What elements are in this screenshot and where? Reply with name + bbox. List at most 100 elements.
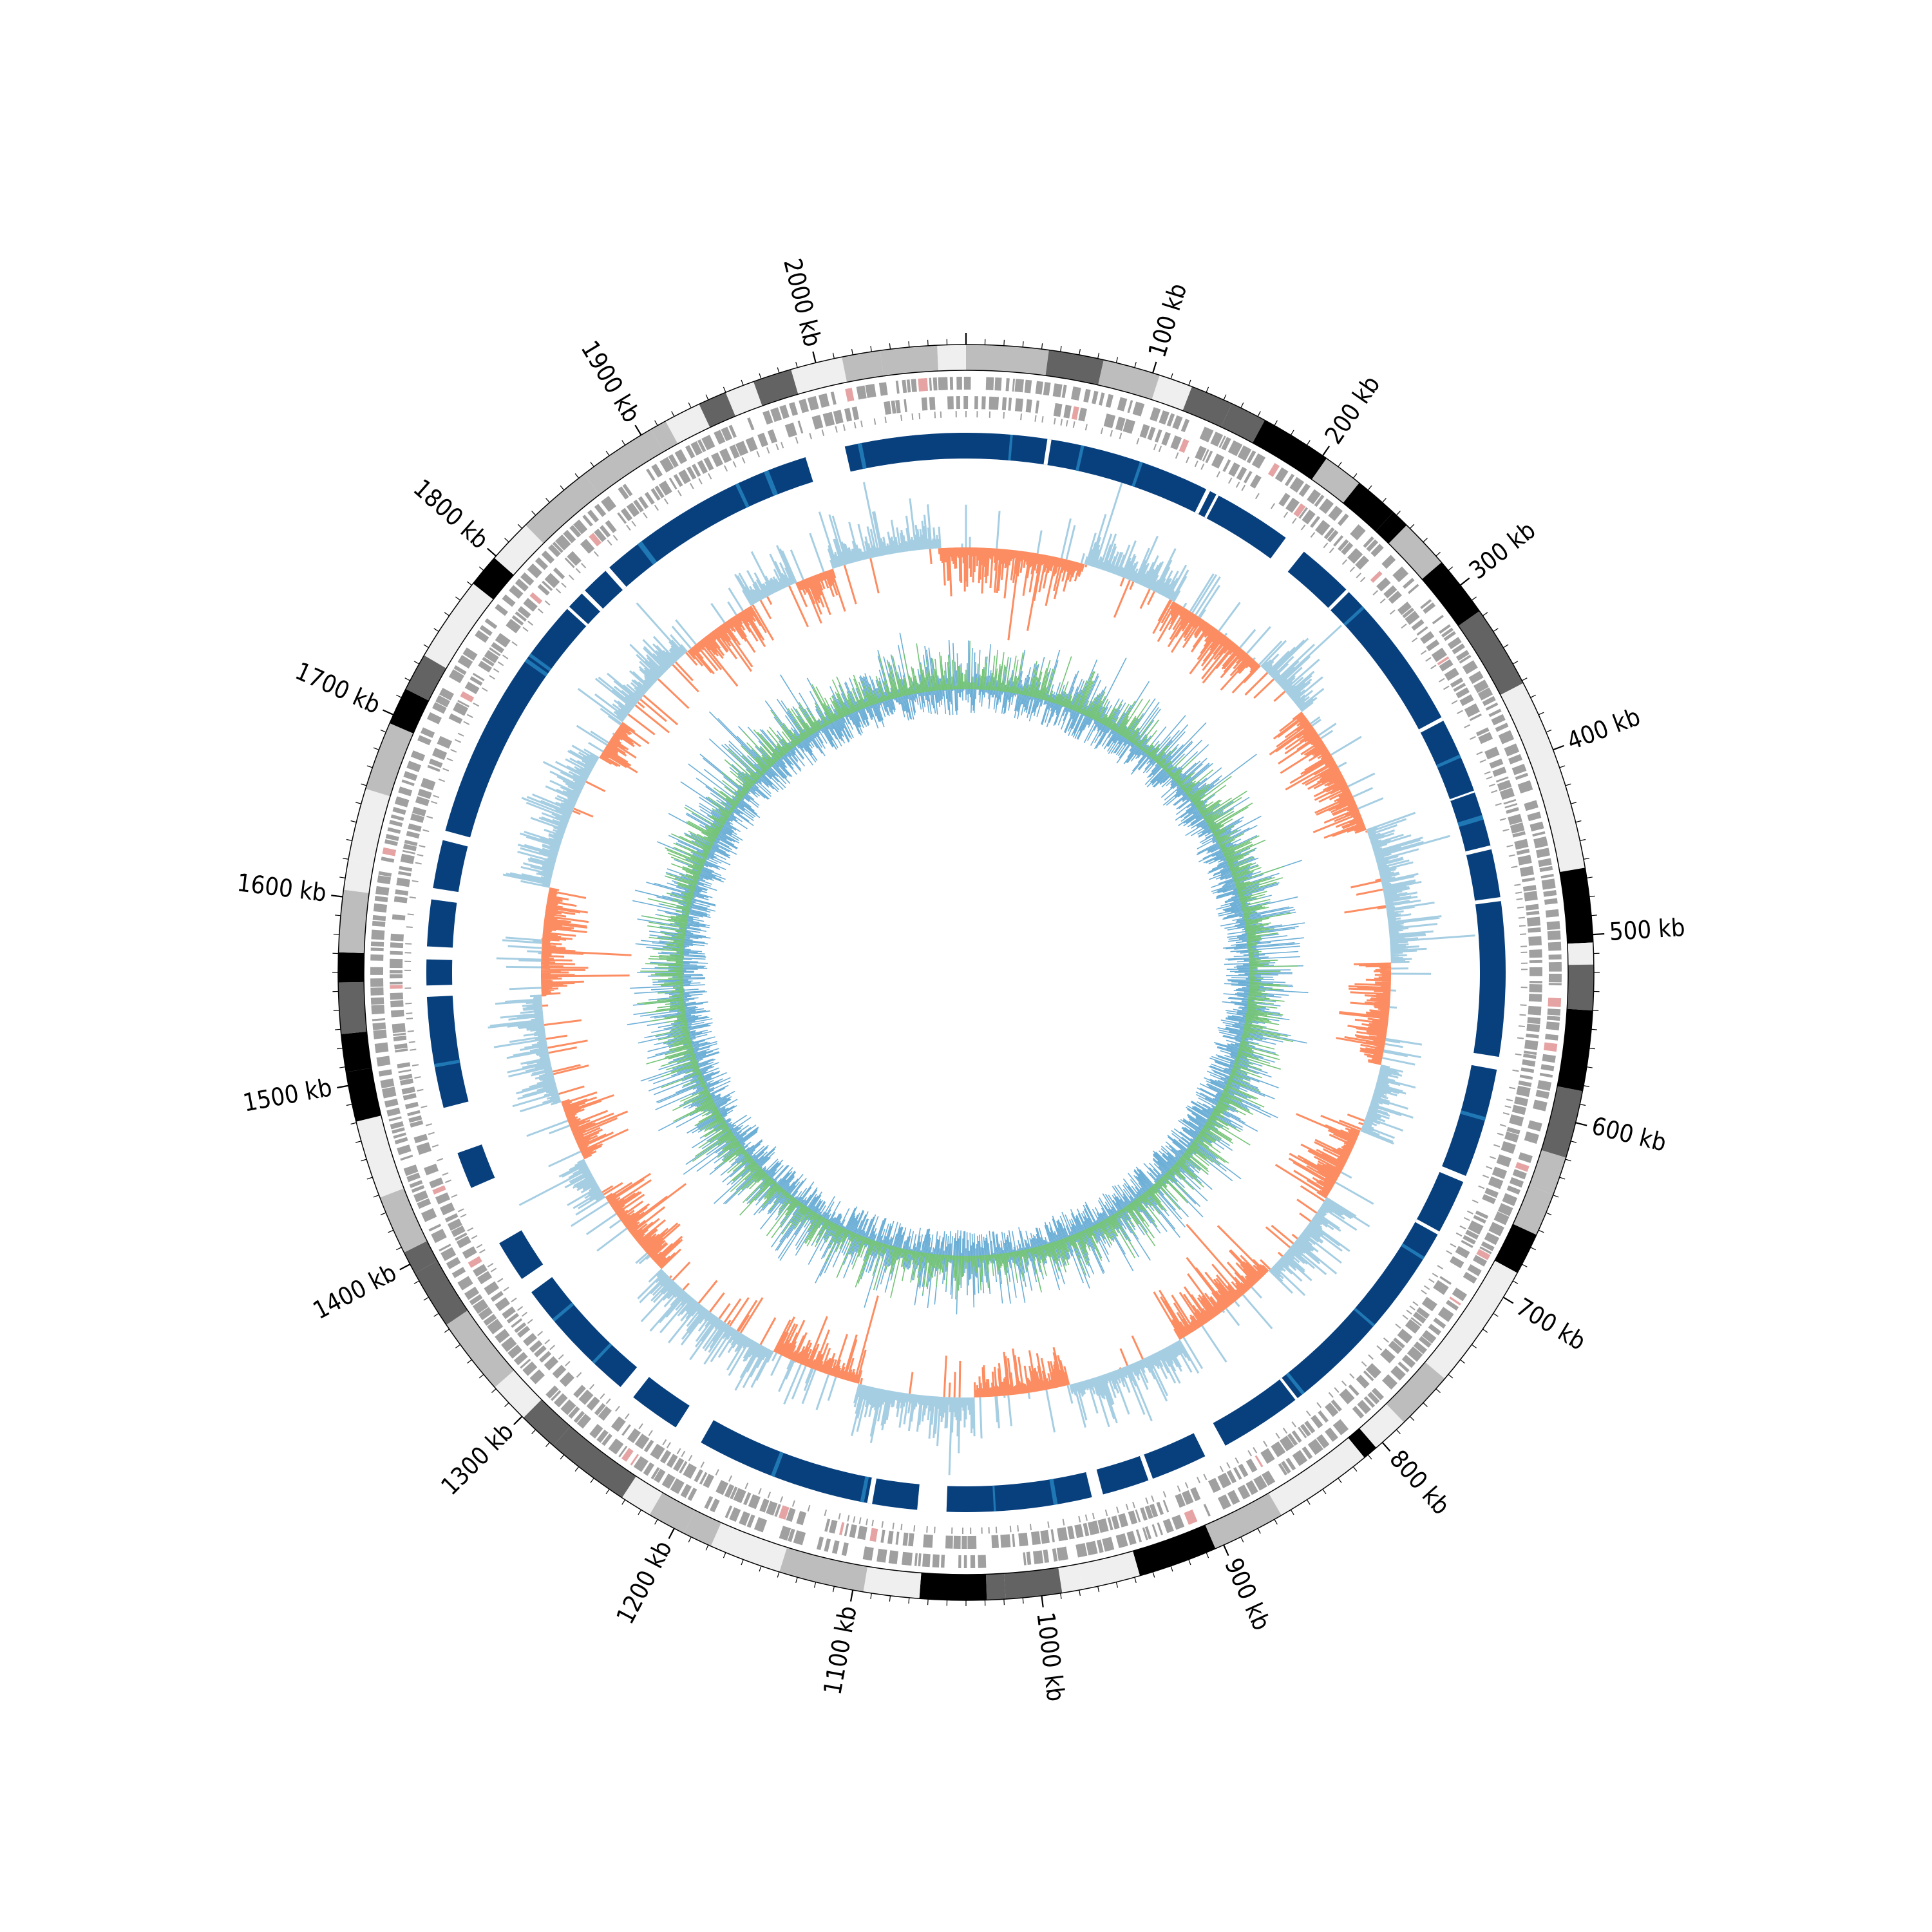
gene-tick bbox=[1235, 481, 1240, 488]
gene-tick bbox=[1235, 1457, 1240, 1464]
gene-mark bbox=[1523, 1050, 1537, 1056]
gene-tick bbox=[467, 1227, 474, 1232]
minor-tick bbox=[545, 498, 550, 503]
minor-tick bbox=[688, 1537, 692, 1542]
gene-mark bbox=[1381, 1374, 1398, 1390]
minor-tick bbox=[777, 367, 780, 374]
gene-mark bbox=[1032, 1550, 1044, 1564]
gene-mark bbox=[390, 1000, 404, 1008]
gene-tick bbox=[1203, 1473, 1208, 1481]
gene-mark bbox=[1040, 1530, 1050, 1544]
minor-tick bbox=[759, 373, 762, 379]
gene-mark bbox=[757, 432, 768, 448]
gene-tick bbox=[838, 1513, 841, 1520]
gene-mark bbox=[1070, 386, 1081, 401]
minor-tick bbox=[1559, 765, 1566, 768]
minor-tick bbox=[1306, 440, 1311, 446]
gene-mark bbox=[439, 687, 455, 701]
minor-tick bbox=[1382, 498, 1387, 503]
gene-mark bbox=[402, 849, 415, 855]
gene-mark bbox=[724, 1484, 735, 1498]
ideogram-ring bbox=[337, 344, 1595, 1601]
minor-tick bbox=[478, 1374, 484, 1379]
gene-mark bbox=[390, 958, 403, 969]
gene-mark bbox=[1319, 498, 1334, 515]
gene-mark bbox=[542, 580, 553, 591]
gene-mark bbox=[753, 1517, 768, 1533]
gene-mark bbox=[1397, 601, 1412, 616]
gene-mark bbox=[788, 1528, 795, 1542]
gene-mark bbox=[888, 1550, 899, 1564]
gene-mark bbox=[1327, 529, 1339, 543]
gene-mark bbox=[1126, 1531, 1137, 1546]
gene-tick bbox=[444, 1179, 451, 1184]
gene-mark bbox=[1475, 1210, 1489, 1219]
minor-tick bbox=[560, 485, 565, 491]
ideogram-band bbox=[1359, 1403, 1405, 1448]
gene-mark bbox=[966, 377, 971, 390]
gene-mark bbox=[633, 1455, 649, 1472]
gene-tick bbox=[853, 422, 857, 429]
gene-mark bbox=[1195, 446, 1207, 460]
gene-mark bbox=[1355, 555, 1369, 570]
minor-tick bbox=[654, 1519, 658, 1525]
gene-tick bbox=[489, 675, 495, 680]
gene-mark bbox=[410, 750, 426, 762]
minor-tick bbox=[531, 511, 536, 516]
gene-mark bbox=[1535, 1090, 1550, 1099]
gene-mark bbox=[1067, 1526, 1075, 1540]
minor-tick bbox=[1206, 386, 1209, 393]
tick-label-100kb: 100 kb bbox=[1142, 280, 1192, 361]
gene-mark bbox=[457, 699, 470, 708]
gene-mark bbox=[1348, 1384, 1359, 1396]
gene-mark bbox=[1190, 1487, 1201, 1502]
gene-mark bbox=[385, 833, 399, 841]
gene-tick bbox=[1437, 1265, 1444, 1270]
gene-tick bbox=[688, 1455, 693, 1461]
gene-mark bbox=[1506, 807, 1519, 814]
gene-mark bbox=[1043, 1549, 1050, 1563]
gene-mark bbox=[582, 515, 593, 527]
gene-mark bbox=[390, 933, 404, 942]
gene-mark bbox=[538, 1350, 552, 1363]
gene-mark bbox=[1420, 599, 1432, 609]
gene-mark bbox=[956, 396, 960, 410]
gene-mark bbox=[829, 1519, 838, 1534]
gene-tick bbox=[1104, 1510, 1108, 1517]
gene-tick bbox=[511, 641, 518, 647]
gene-mark bbox=[462, 1246, 477, 1259]
gene-mark bbox=[1506, 1126, 1520, 1135]
ideogram-band bbox=[1500, 683, 1557, 766]
gene-mark bbox=[374, 1042, 389, 1054]
gene-mark bbox=[929, 397, 936, 410]
minor-tick bbox=[1559, 1177, 1566, 1180]
gene-tick bbox=[1292, 518, 1297, 524]
ideogram-band bbox=[725, 381, 762, 417]
gene-tick bbox=[1516, 898, 1523, 900]
block-accent bbox=[592, 1343, 612, 1364]
gene-mark bbox=[1543, 890, 1557, 897]
gene-mark bbox=[1545, 1034, 1558, 1041]
gene-mark bbox=[1547, 930, 1561, 940]
block-gap bbox=[1139, 1454, 1153, 1481]
gene-tick bbox=[1029, 1524, 1032, 1531]
gene-tick bbox=[1349, 1373, 1355, 1379]
gene-tick bbox=[405, 1002, 412, 1005]
gene-mark bbox=[421, 727, 435, 739]
gene-tick bbox=[1009, 1526, 1012, 1533]
block-gap bbox=[1419, 717, 1444, 733]
gene-tick bbox=[741, 457, 746, 464]
gene-tick bbox=[824, 1509, 828, 1517]
minor-tick bbox=[1522, 1264, 1528, 1267]
gene-mark bbox=[1397, 1329, 1413, 1344]
gene-tick bbox=[1110, 430, 1113, 437]
gc-skew-track bbox=[488, 481, 1475, 1475]
gene-tick bbox=[842, 424, 846, 431]
gene-mark bbox=[1302, 509, 1316, 525]
block-segment bbox=[433, 840, 468, 893]
gene-mark bbox=[1416, 1307, 1430, 1320]
gene-tick bbox=[1305, 1410, 1311, 1417]
ideogram-band bbox=[1205, 1493, 1282, 1549]
gene-mark bbox=[778, 1505, 790, 1520]
minor-tick bbox=[1338, 462, 1342, 468]
